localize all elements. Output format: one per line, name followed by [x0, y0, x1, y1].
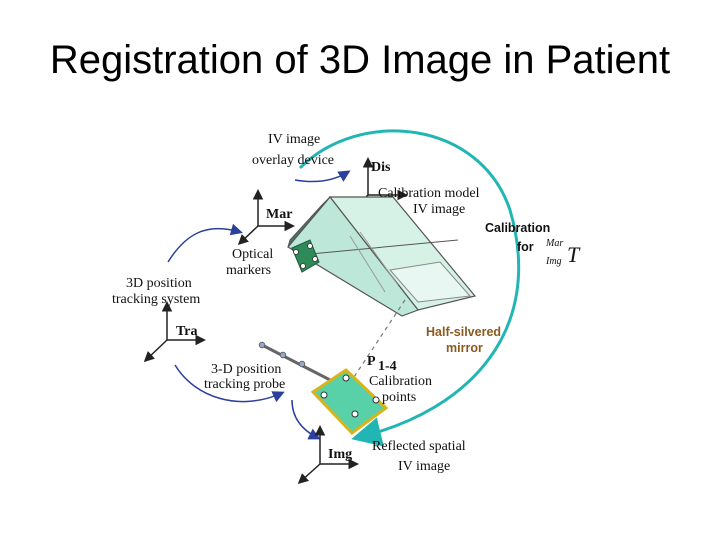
arrow-tracking-to-mar [167, 223, 243, 263]
label-probe-line2: tracking probe [204, 377, 285, 392]
calibration-arc [298, 129, 521, 447]
tracking-probe [258, 341, 335, 384]
label-mar: Mar [266, 207, 292, 222]
label-half-silvered-line2: mirror [446, 341, 483, 355]
label-iv-image-overlay-line2: overlay device [252, 153, 334, 168]
label-calibration-for: for [517, 240, 534, 254]
label-tracking-system-line1: 3D position [126, 276, 192, 291]
label-tracking-system-line2: tracking system [112, 292, 200, 307]
arrow-tracking-to-probe [174, 364, 285, 403]
arrow-probe-to-img [291, 399, 321, 440]
label-img: Img [328, 447, 352, 462]
label-iv-image: IV image [413, 202, 465, 217]
label-calibration-model: Calibration model [378, 186, 480, 201]
label-dis: Dis [371, 160, 391, 175]
arrow-overlay-to-dis [294, 170, 351, 183]
label-calibration-points-line2: points [382, 390, 416, 405]
label-reflected-line1: Reflected spatial [372, 439, 466, 454]
overlay-device [287, 196, 477, 317]
label-iv-image-overlay-line1: IV image [268, 132, 320, 147]
label-calibration-sup: Mar [545, 238, 563, 249]
label-p-sub: 1-4 [378, 359, 397, 374]
label-optical-markers-line2: markers [226, 263, 271, 278]
label-reflected-line2: IV image [398, 459, 450, 474]
label-calibration-sub: Img [545, 256, 562, 267]
label-optical-markers-line1: Optical [232, 247, 273, 262]
mar-frame [237, 189, 295, 246]
optical-markers [291, 239, 320, 273]
label-tra: Tra [176, 324, 198, 339]
page-title: Registration of 3D Image in Patient [49, 38, 671, 82]
label-half-silvered-line1: Half-silvered [426, 325, 501, 339]
label-calibration-transform: T [567, 242, 581, 267]
tra-frame [143, 301, 206, 363]
img-frame [297, 425, 359, 485]
label-calibration: Calibration [485, 221, 550, 235]
calibration-plate [310, 368, 389, 435]
label-p: P [367, 354, 376, 369]
label-probe-line1: 3-D position [211, 362, 281, 377]
label-calibration-points-line1: Calibration [369, 374, 432, 389]
